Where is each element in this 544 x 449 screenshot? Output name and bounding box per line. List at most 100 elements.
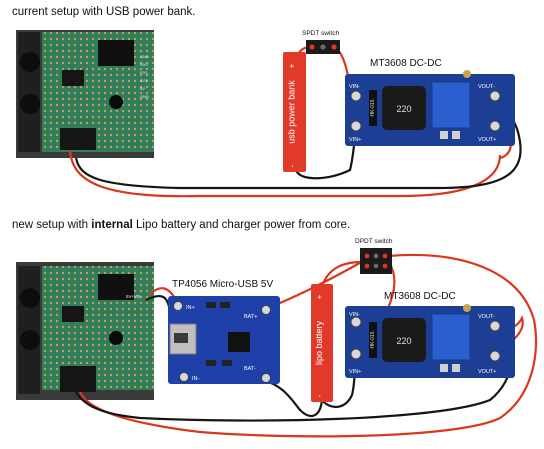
bottom-switch-pin-4 [364,263,370,269]
bottom-trimmer-screw [463,304,471,312]
bottom-charger-pin-in-minus: IN- [192,376,200,382]
top-core-transistor [109,95,123,109]
top-core-jack-2 [20,94,40,114]
bottom-chip-mark: HK-015 [370,331,376,348]
bottom-core-board: 5V+VB [16,262,154,400]
bottom-converter-cap-1 [440,364,448,372]
bottom-charger-chip [228,332,250,352]
caption-new-suffix: Lipo battery and charger power from core… [132,219,351,231]
caption-new-bold: internal [91,219,133,231]
bottom-charger-usb-opening [174,333,188,343]
bottom-battery-plus: + [315,294,324,299]
top-converter-pad-vout-plus [489,120,501,132]
bottom-switch-pin-6 [382,263,388,269]
top-battery-body [283,52,306,172]
top-converter-trimmer [431,81,471,129]
bottom-converter-inductor [382,318,426,362]
top-core-pin-5: GND [140,94,149,99]
caption-current-setup: current setup with USB power bank. [12,6,196,18]
bottom-switch-pin-2 [373,253,379,259]
top-trimmer-screw [463,70,471,78]
bottom-charger-pin-in-plus: IN+ [186,305,195,311]
top-converter-cap-2 [452,131,460,139]
top-inductor-mark: 220 [396,104,411,114]
bottom-switch-pin-3 [382,253,388,259]
bottom-charger-pin-bat-minus: BAT- [244,366,256,372]
top-core-jack-1 [20,52,40,72]
bottom-core-side-label: 5V+VB [126,294,140,299]
bottom-switch-pin-1 [364,253,370,259]
bottom-converter-pad-vin-plus [350,348,362,360]
bottom-charger-title: TP4056 Micro-USB 5V [172,279,273,290]
bottom-core-chip [98,274,134,300]
bottom-converter-title: MT3608 DC-DC [384,291,456,302]
top-mt3608-converter: MT3608 DC-DC VIN- VIN+ VOUT- VOUT+ HK-01… [345,58,515,146]
top-converter-pad-vout-minus [489,90,501,102]
top-switch-label: SPDT switch [302,30,339,37]
bottom-charger-pcb [168,296,280,384]
bottom-switch-pin-5 [373,263,379,269]
top-converter-pad-vin-minus [350,90,362,102]
top-core-pin-3: 3V3 [140,78,148,83]
top-core-pin-2: RX1 [140,70,149,75]
bottom-converter-trimmer [431,313,471,361]
bottom-pin-vin-minus: VIN- [349,312,360,318]
top-converter-title: MT3608 DC-DC [370,58,442,69]
top-core-board: GND RX0 RX1 3V3 5V GND [16,30,154,158]
bottom-charger-pad-bat-minus [261,373,271,383]
bottom-core-dc-jack [60,366,96,392]
top-core-chip-small [62,70,84,86]
bottom-core-chip-small [62,306,84,322]
bottom-charger-resistor-3 [206,360,216,366]
top-core-dc-jack [60,128,96,150]
top-chip-mark: HK-015 [370,99,376,116]
bottom-charger-pin-bat-plus: BAT+ [244,314,258,320]
bottom-mt3608-converter: MT3608 DC-DC VIN- VIN+ VOUT- VOUT+ HK-01… [345,291,515,378]
top-core-pin-4: 5V [140,86,145,91]
bottom-converter-cap-2 [452,364,460,372]
bottom-charger-pad-bat-plus [261,305,271,315]
top-switch-pin-1 [309,44,315,50]
bottom-converter-chip [369,322,377,358]
top-switch-pin-2 [320,44,326,50]
top-pin-vin-plus: VIN+ [349,137,361,143]
bottom-charger-pad-in-plus [173,301,183,311]
top-switch-pin-3 [331,44,337,50]
bottom-pin-vout-minus: VOUT- [478,314,495,320]
bottom-battery-minus: - [315,394,324,397]
top-battery-plus: + [288,63,297,68]
bottom-core-connector-strip [18,266,40,394]
bottom-lipo-battery: lipo battery + - [311,284,333,402]
bottom-dpdt-switch: DPDT switch [355,238,393,274]
bottom-pin-vout-plus: VOUT+ [478,369,497,375]
bottom-wire-red-switch-core [78,253,538,438]
bottom-switch-body [360,248,392,274]
top-core-pin-0: GND [140,54,149,59]
bottom-inductor-mark: 220 [396,336,411,346]
bottom-pin-vin-plus: VIN+ [349,369,361,375]
caption-new-setup: new setup with internal Lipo battery and… [12,219,350,231]
top-core-connector-strip [18,32,40,152]
bottom-core-jack-2 [20,330,40,350]
top-pin-vout-plus: VOUT+ [478,137,497,143]
bottom-battery-body [311,284,333,402]
top-core-pin-1: RX0 [140,62,149,67]
bottom-converter-pad-vin-minus [350,316,362,328]
bottom-converter-pad-vout-minus [489,320,501,332]
top-converter-cap-1 [440,131,448,139]
top-converter-chip [369,90,377,126]
bottom-switch-label: DPDT switch [355,238,393,245]
top-pin-vin-minus: VIN- [349,84,360,90]
top-battery-label: usb power bank [287,80,297,144]
top-usb-power-bank: usb power bank + - [283,52,306,172]
top-core-chip [98,40,134,66]
top-wire-red-core [68,149,502,198]
bottom-tp4056-charger: TP4056 Micro-USB 5V IN+ IN- BAT+ BAT- [168,279,280,384]
bottom-wire-red-battery-switch [320,260,363,287]
bottom-charger-resistor-1 [206,302,216,308]
top-spdt-switch: SPDT switch [302,30,340,54]
top-converter-pad-vin-plus [350,120,362,132]
bottom-wire-black-bat-minus [261,378,324,418]
bottom-core-transistor [109,331,123,345]
